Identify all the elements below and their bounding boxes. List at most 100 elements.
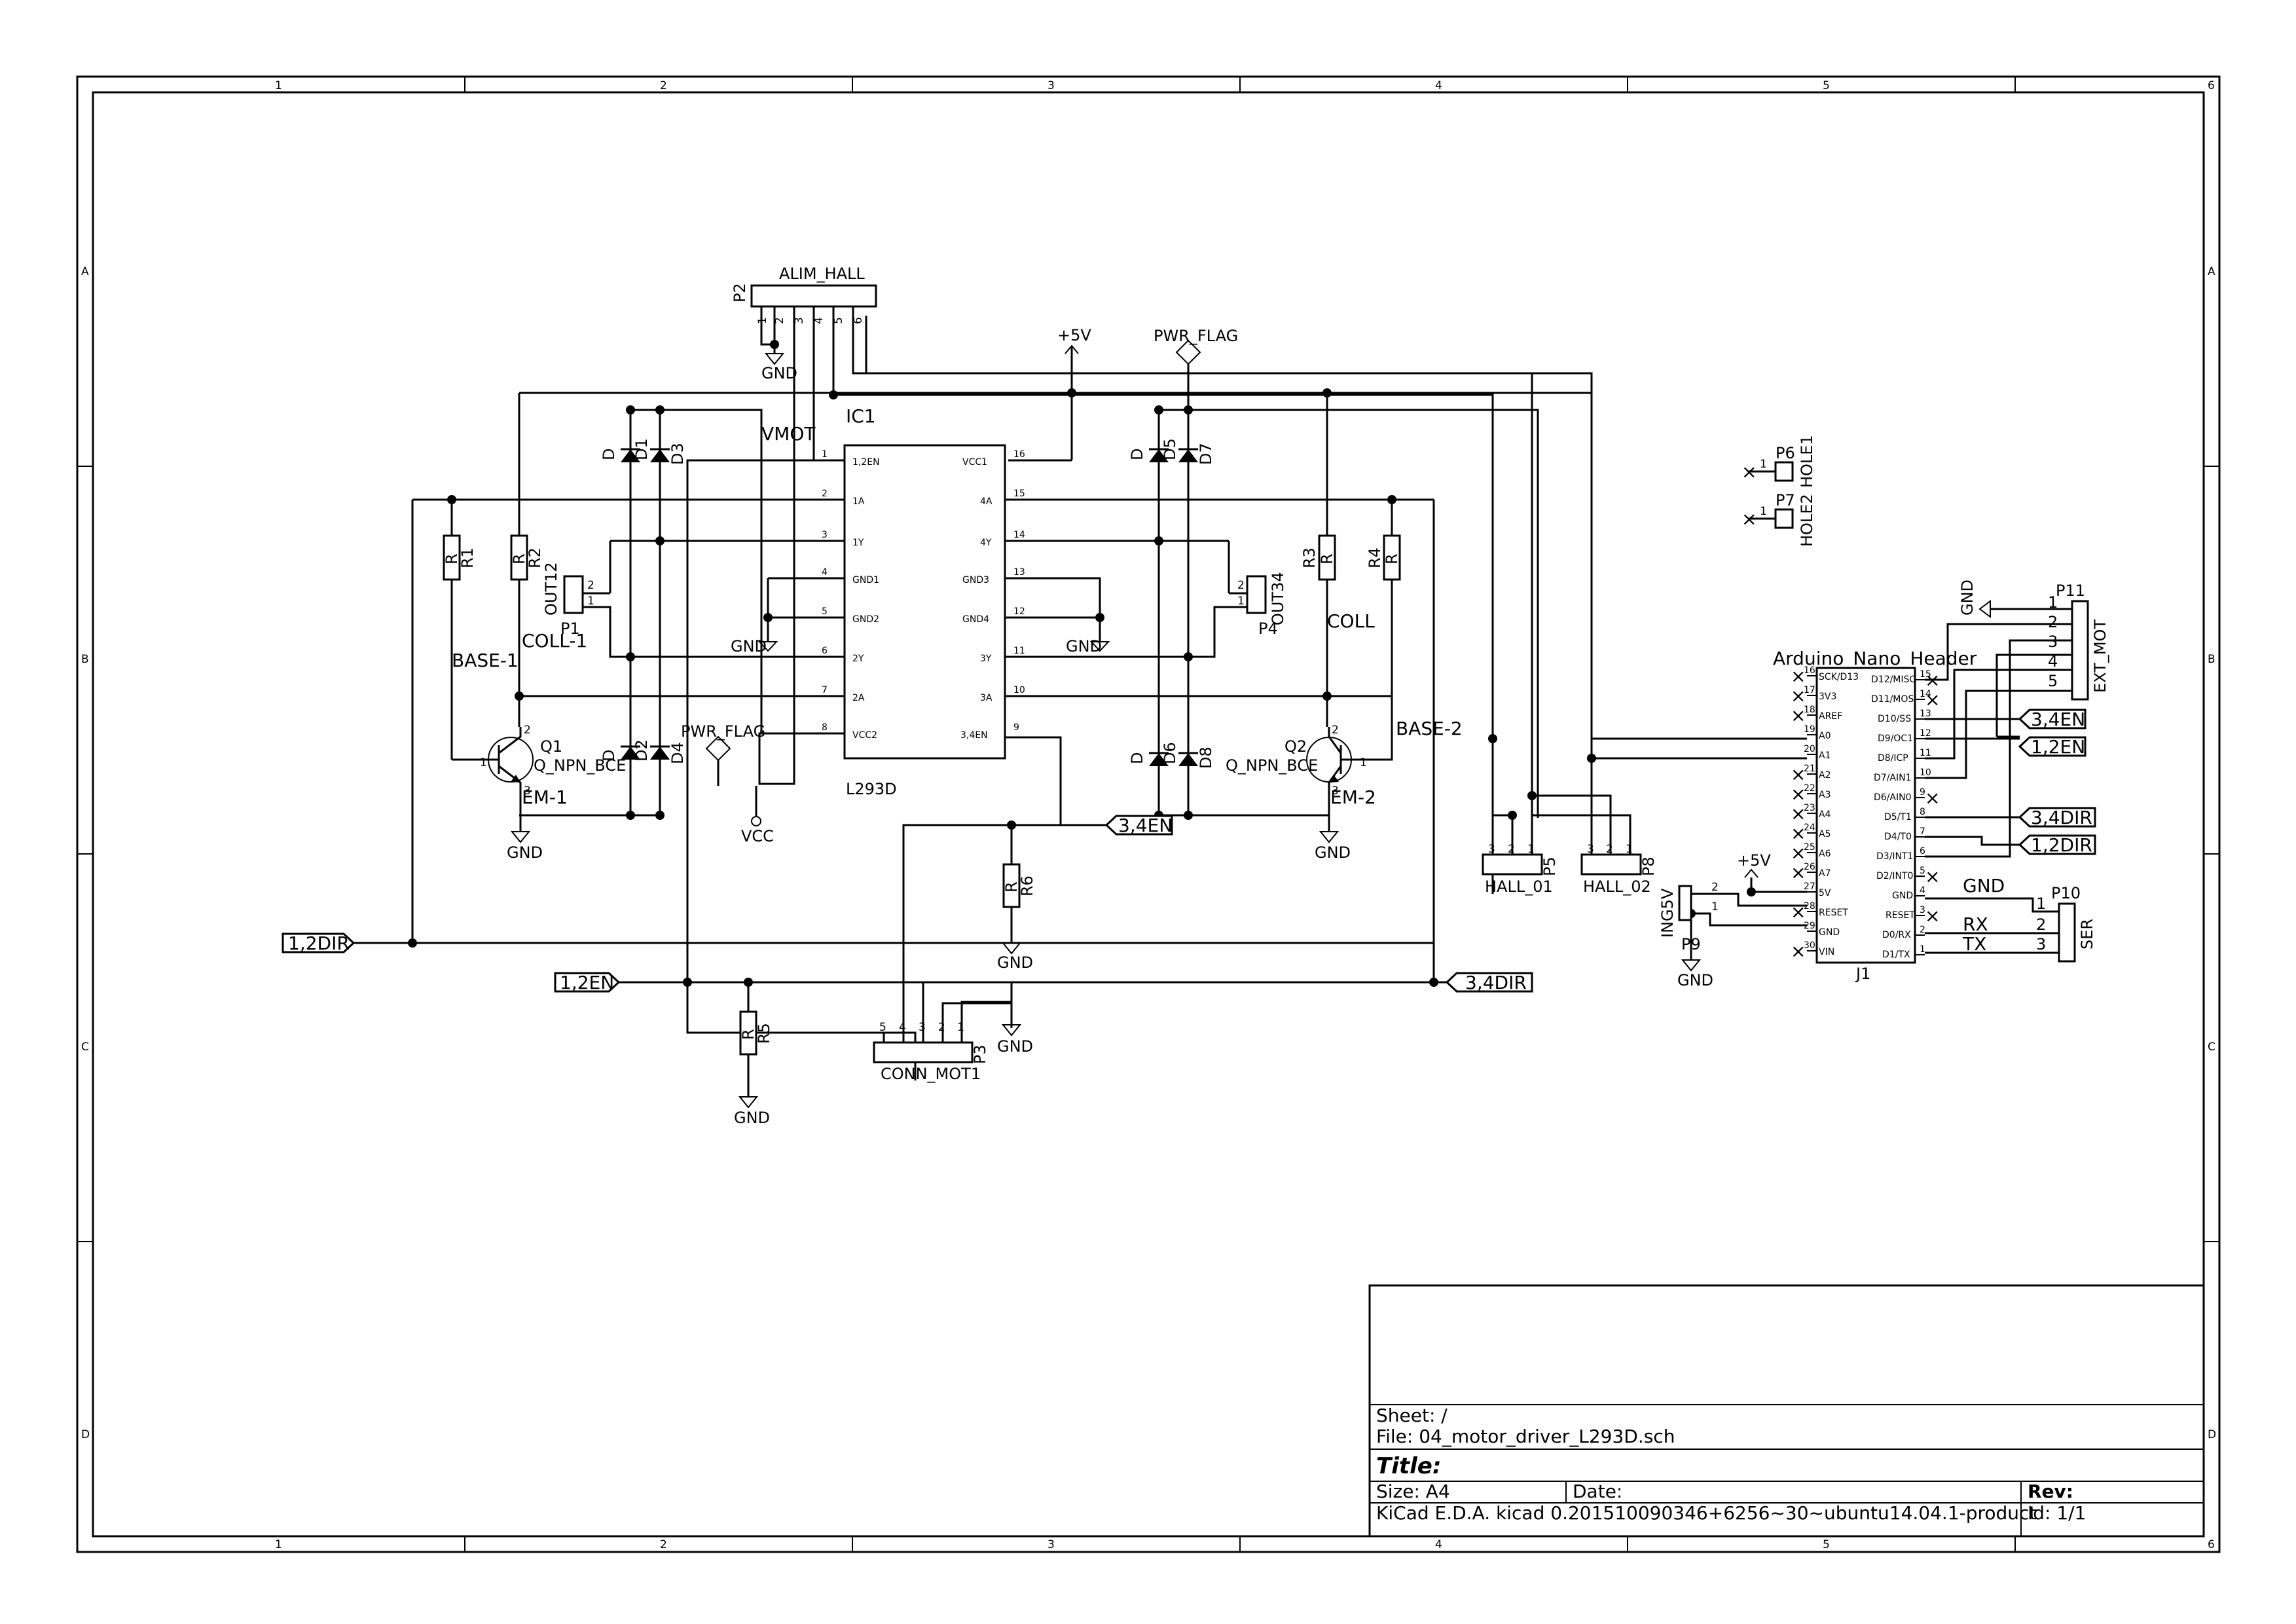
p2-pin-number: 2 [773, 317, 786, 324]
p1-pin: 1 [587, 595, 594, 608]
j1-pin-num: 2 [1920, 925, 1925, 935]
p10-ref: P10 [2051, 884, 2081, 902]
j1-pin-name: A2 [1819, 770, 1831, 781]
no-connect-icon: × [1925, 689, 1940, 710]
diode-d8: D8 [1178, 747, 1215, 769]
no-connect-icon: × [1925, 787, 1940, 809]
p7-hole2: × 1 P7 HOLE2 [1741, 491, 1816, 547]
no-connect-icon: × [1791, 665, 1806, 687]
r3-value: R [1318, 553, 1336, 564]
j1-pin-num: 6 [1920, 846, 1925, 857]
j1-pin-num: 7 [1920, 826, 1925, 837]
net-label-gnd: GND [1963, 875, 2005, 896]
gnd-label: GND [731, 637, 767, 655]
no-connect-icon: × [1741, 508, 1757, 530]
j1-pin-num: 8 [1920, 807, 1925, 817]
ic1-pin-num: 8 [822, 722, 828, 733]
global-label-3-4en-right: 3,4EN [2018, 709, 2086, 730]
r2-ref: R2 [526, 547, 544, 568]
p2-alim-hall-connector: ALIM_HALL P2 1 2 3 4 5 6 [731, 265, 877, 324]
j1-pin-num: 13 [1920, 709, 1931, 719]
global-label-3-4dir-mid: 3,4DIR [1445, 972, 1533, 993]
p3-pin-number: 1 [957, 1021, 964, 1034]
r2-value: R [510, 553, 528, 564]
d6-value: D [1128, 752, 1146, 764]
d6-ref: D6 [1161, 742, 1179, 764]
title-block: Sheet: / File: 04_motor_driver_L293D.sch… [1368, 1284, 2205, 1538]
global-label-1-2dir-right: 1,2DIR [2018, 834, 2096, 856]
j1-pin-name: D3/INT1 [1876, 851, 1913, 862]
no-connect-icon: × [1741, 461, 1757, 483]
ic1-pin-name: 3,4EN [960, 730, 988, 741]
net-label-base2: BASE-2 [1396, 718, 1463, 739]
title-block-sheet: Sheet: / [1376, 1405, 1448, 1426]
frame-col-6-bottom: 6 [2208, 1538, 2215, 1551]
p6-pin: 1 [1760, 458, 1767, 471]
p5-ref: P5 [1540, 857, 1559, 876]
gnd-label: GND [1315, 843, 1351, 862]
title-block-file: File: 04_motor_driver_L293D.sch [1376, 1426, 1675, 1447]
j1-pin-num: 4 [1920, 885, 1925, 896]
p10-value: SER [2078, 919, 2096, 950]
p10-pin: 2 [2036, 915, 2046, 934]
ic1-pin-num: 13 [1013, 567, 1025, 578]
j1-pin-num: 16 [1804, 665, 1815, 676]
r4-ref: R4 [1366, 547, 1384, 568]
j1-pin-name: GND [1819, 927, 1840, 938]
q1-ref: Q1 [540, 737, 562, 756]
j1-pin-num: 17 [1804, 685, 1815, 695]
p9-pin: 1 [1711, 900, 1719, 913]
frame-row-d-left: D [81, 1428, 90, 1441]
d5-value: D [1128, 449, 1146, 460]
q2-pin: 1 [1360, 756, 1367, 769]
ic1-pin-name: 4A [980, 496, 993, 507]
q1-value: Q_NPN_BCE [534, 756, 626, 775]
ic1-pin-name: 2A [852, 693, 865, 703]
title-block-title: Title: [1376, 1453, 1441, 1479]
no-connect-icon: × [1791, 685, 1806, 707]
diode-d2: D2 [621, 739, 651, 762]
j1-pin-num: 28 [1804, 901, 1815, 912]
r4-value: R [1383, 553, 1401, 564]
plus5v-label: +5V [1057, 326, 1091, 344]
net-label-coll: COLL [1327, 610, 1375, 632]
r1-ref: R1 [458, 547, 477, 568]
ic1-ref: IC1 [846, 405, 876, 427]
j1-pin-name: A7 [1819, 868, 1831, 879]
j1-pin-name: D12/MISO [1871, 674, 1916, 685]
global-label-text: 3,4DIR [1465, 972, 1527, 993]
frame-col-3-top: 3 [1048, 79, 1055, 92]
ic1-pin-num: 7 [822, 685, 828, 695]
d2-ref: D2 [632, 739, 651, 762]
d4-ref: D4 [668, 742, 687, 764]
q2-pin: 2 [1332, 724, 1339, 737]
frame-col-1-top: 1 [275, 79, 282, 92]
p11-pin: 4 [2048, 652, 2058, 671]
j1-pin-name: A4 [1819, 809, 1831, 820]
gnd-label: GND [997, 1037, 1033, 1056]
r1-value: R [443, 553, 461, 564]
j1-pin-name: D7/AIN1 [1874, 773, 1912, 783]
net-label-coll1: COLL-1 [522, 630, 587, 652]
j1-pin-name: A1 [1819, 750, 1831, 761]
q2-value: Q_NPN_BCE [1226, 756, 1318, 775]
gnd-label: GND [761, 364, 797, 382]
j1-pin-num: 24 [1804, 822, 1815, 833]
resistor-r5: R R5 [739, 1010, 773, 1056]
q2-ref: Q2 [1285, 737, 1307, 756]
p5-pin-number: 2 [1508, 843, 1515, 856]
gnd-label: GND [997, 953, 1033, 972]
j1-pin-name: D1/TX [1882, 950, 1910, 960]
resistor-r1: R R1 [443, 534, 477, 581]
j1-pin-num: 29 [1804, 921, 1815, 931]
frame-row-a-left: A [81, 265, 89, 278]
global-label-text: 1,2EN [560, 972, 614, 993]
p3-pin-number: 2 [938, 1021, 945, 1034]
d3-ref: D3 [668, 443, 687, 465]
diode-d5: D D5 [1128, 438, 1179, 462]
no-connect-icon: × [1791, 705, 1806, 726]
j1-pin-name: A0 [1819, 731, 1831, 741]
global-label-1-2en-right: 1,2EN [2018, 736, 2086, 758]
transistor-q2: Q2 Q_NPN_BCE 1 2 3 [1226, 724, 1367, 798]
frame-col-3-bottom: 3 [1048, 1538, 1055, 1551]
